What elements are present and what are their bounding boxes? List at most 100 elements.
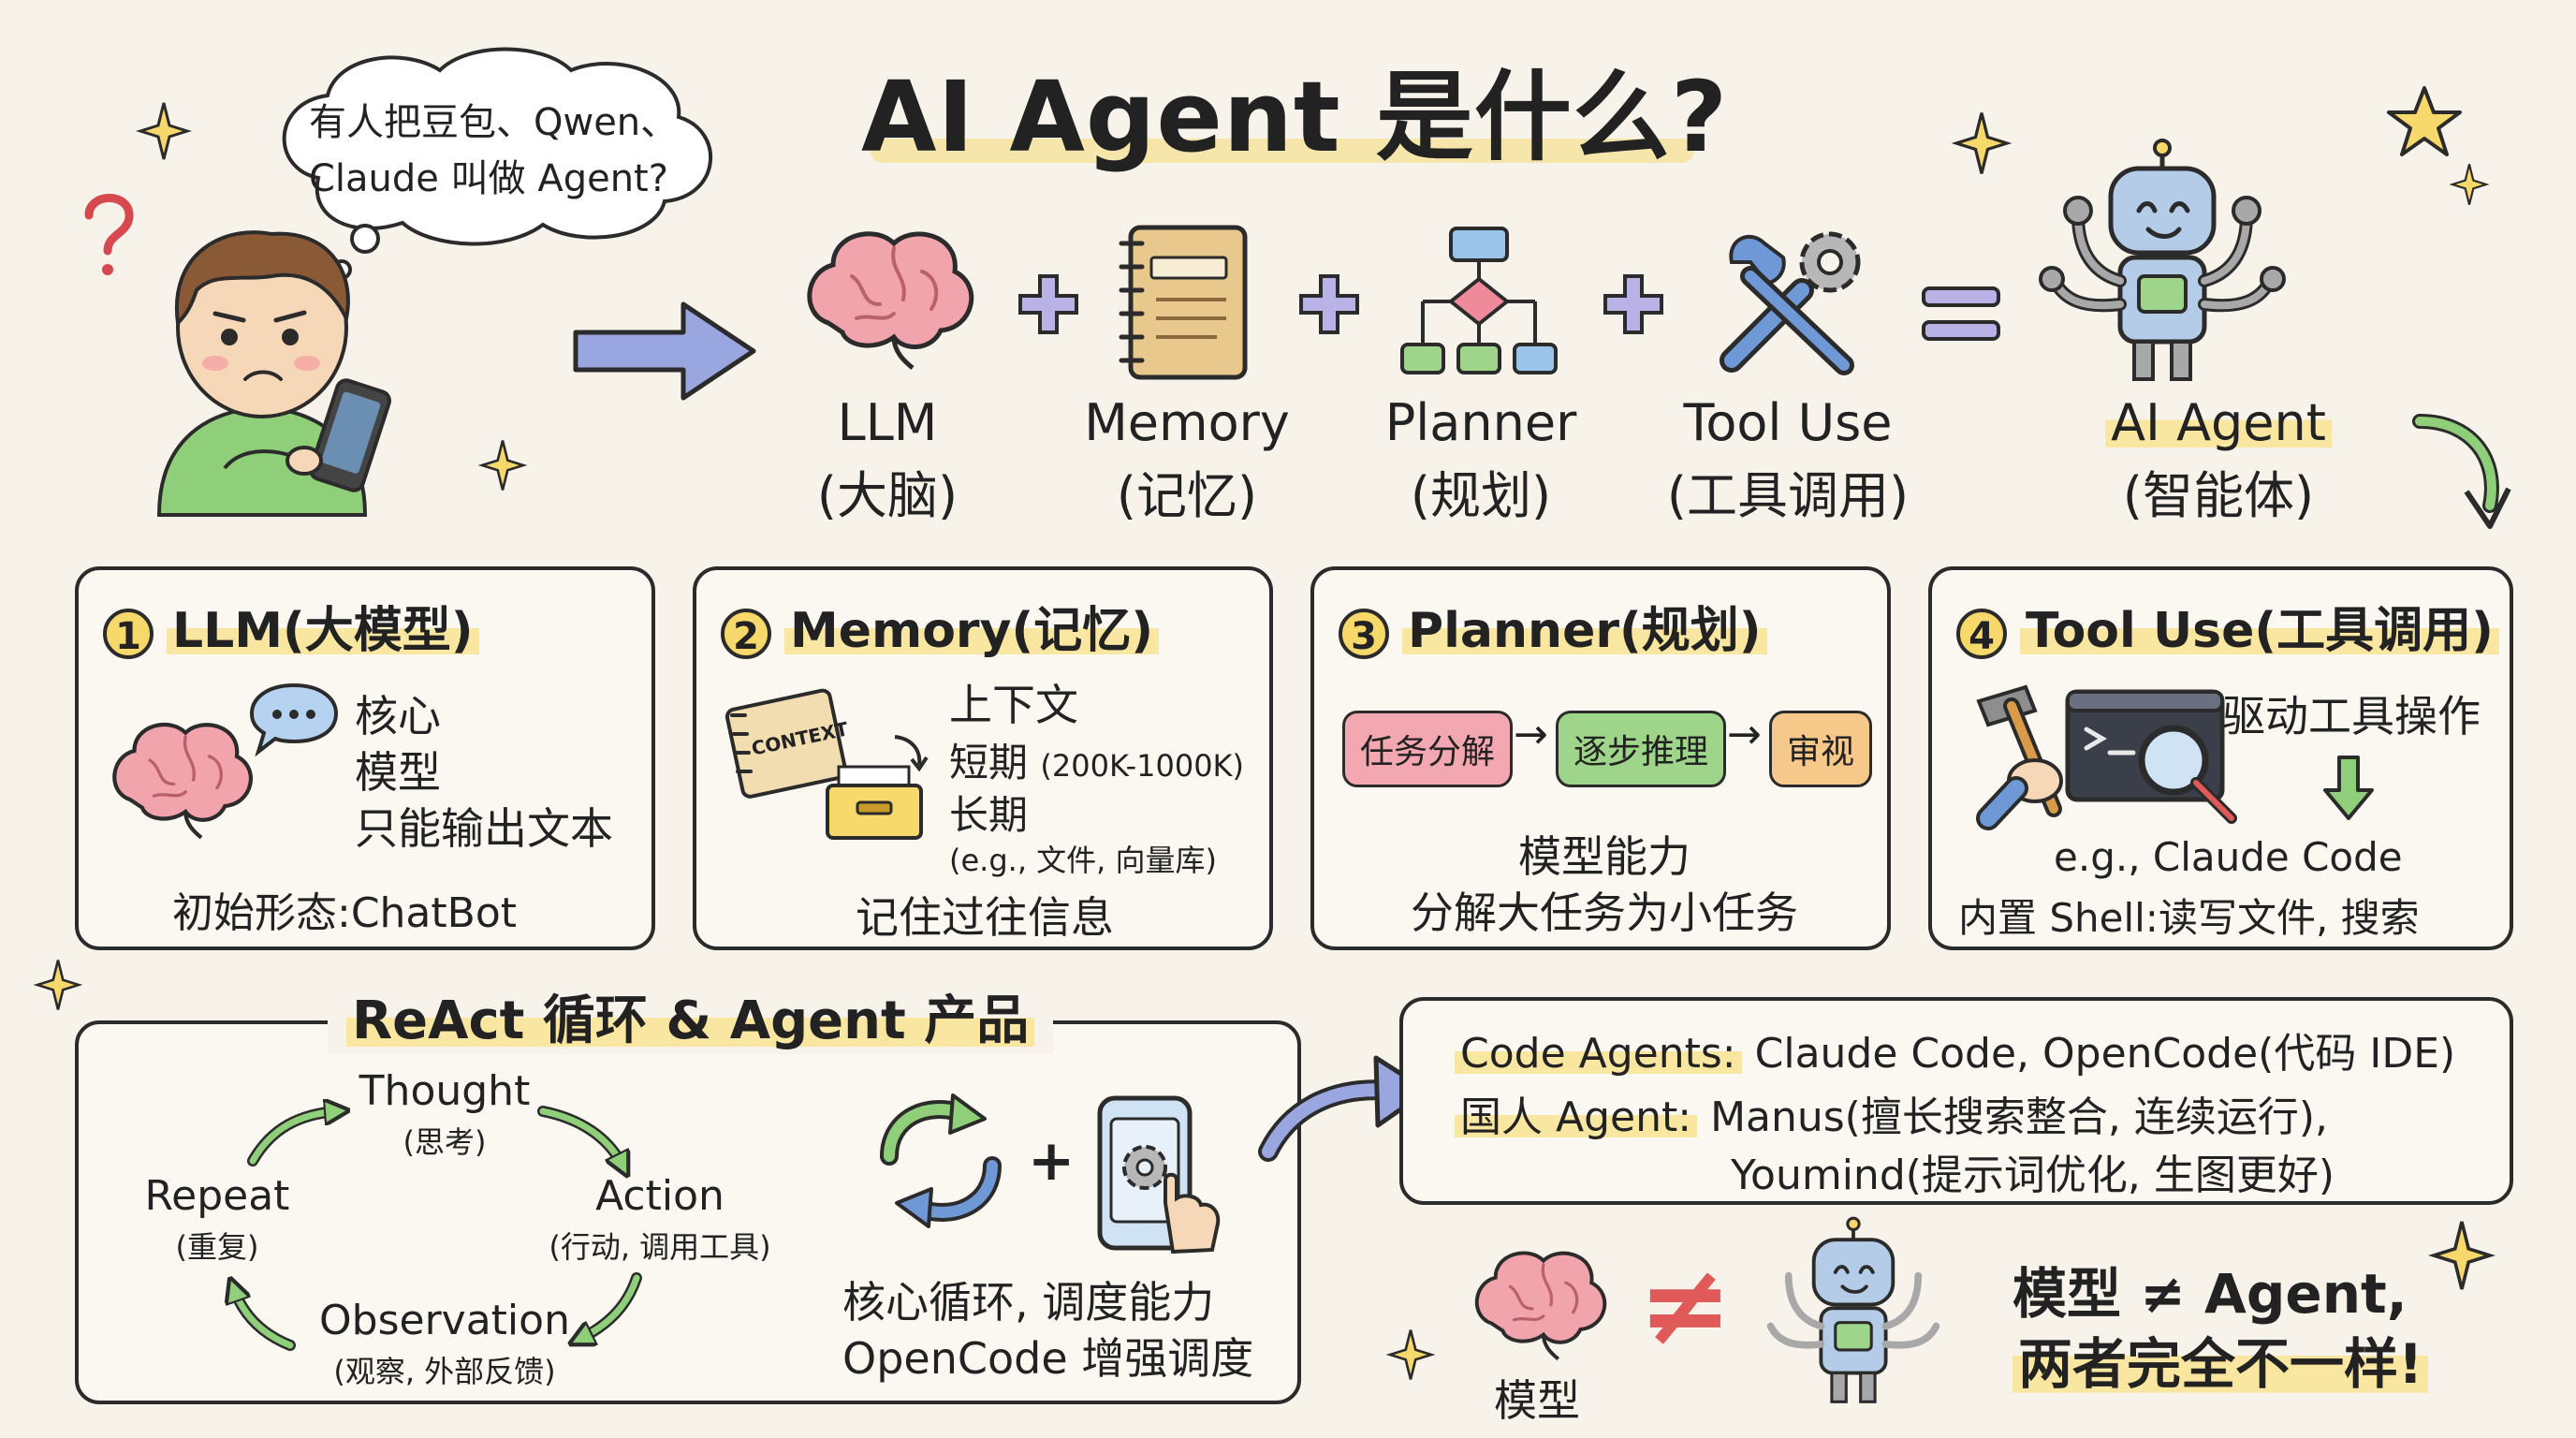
plus-icon <box>1603 274 1663 334</box>
planner-step-review: 审视 <box>1769 711 1873 787</box>
memory-long-term: 长期 <box>949 792 1029 838</box>
arrow-right-icon: → <box>1514 711 1548 758</box>
react-action-sub: (行动, 调用工具) <box>549 1229 771 1265</box>
question-mark-icon <box>84 194 134 275</box>
memory-short-term-label: 短期 <box>949 740 1029 785</box>
llm-line-text-only: 只能输出文本 <box>355 803 613 854</box>
react-title-text: ReAct 循环 & Agent 产品 <box>346 990 1035 1051</box>
formula-sub-tool-use: (工具调用) <box>1666 466 1910 525</box>
brain-icon <box>112 723 253 840</box>
tool-line-shell: 内置 Shell:读写文件, 搜索 <box>1958 895 2420 941</box>
chat-bubble-icon <box>249 682 339 757</box>
formula-sub-agent: (智能体) <box>2122 466 2315 525</box>
card-planner-number: 3 <box>1339 609 1389 659</box>
react-thought-sub: (思考) <box>402 1124 487 1160</box>
formula-sub-planner: (规划) <box>1410 466 1552 525</box>
formula-label-llm: LLM <box>837 393 938 452</box>
big-arrow-icon <box>573 301 756 401</box>
robot-icon <box>1766 1216 1940 1403</box>
tool-line-drive: 驱动工具操作 <box>2222 691 2481 741</box>
products-panel: Code Agents: Claude Code, OpenCode(代码 ID… <box>1399 997 2513 1205</box>
react-opencode: OpenCode 增强调度 <box>842 1333 1254 1384</box>
product-cn-value-2: Youmind(提示词优化, 生图更好) <box>1731 1152 2335 1199</box>
tools-icon <box>1720 231 1861 375</box>
formula-label-memory: Memory <box>1084 393 1290 452</box>
card-memory-title: 2 Memory(记忆) <box>721 591 1159 661</box>
title-underline <box>871 139 1694 163</box>
llm-line-core: 核心 <box>355 691 441 741</box>
planner-step-decompose: 任务分解 <box>1342 711 1514 787</box>
folder-box-icon <box>826 735 929 840</box>
planner-line-capability: 模型能力 <box>1518 831 1690 882</box>
star-icon <box>2387 86 2462 156</box>
react-observation-sub: (观察, 外部反馈) <box>333 1354 556 1389</box>
brain-icon <box>807 231 974 370</box>
page-title: AI Agent 是什么? <box>861 60 1729 174</box>
card-memory-title-text: Memory(记忆) <box>784 603 1159 659</box>
bubble-line-2: Claude 叫做 Agent? <box>309 157 668 200</box>
sparkle-icon <box>1951 112 2012 174</box>
plus-icon <box>1018 274 1078 334</box>
card-tool-number: 4 <box>1956 609 2007 659</box>
product-cn-agents: 国人 Agent: Manus(擅长搜索整合, 连续运行), <box>1455 1083 2328 1143</box>
bottom-line-1: 模型 ≠ Agent, <box>2012 1262 2408 1326</box>
phone-gear-icon <box>1097 1095 1221 1255</box>
curved-arrow-icon <box>2412 414 2511 529</box>
react-action: Action <box>595 1172 724 1220</box>
notebook-icon <box>1119 225 1248 380</box>
card-llm-title: 1 LLM(大模型) <box>103 591 479 661</box>
confused-person-icon <box>156 230 391 517</box>
context-notebook-icon <box>724 688 848 799</box>
memory-footer: 记住过往信息 <box>856 892 1114 943</box>
react-thought: Thought <box>359 1067 531 1115</box>
sparkle-icon <box>2428 1221 2496 1290</box>
sparkle-icon <box>2449 164 2490 205</box>
sparkle-icon <box>1385 1329 1436 1380</box>
flowchart-icon <box>1400 227 1558 374</box>
equals-icon <box>1922 286 2000 341</box>
card-planner-title-text: Planner(规划) <box>1402 603 1767 659</box>
react-observation: Observation <box>319 1297 570 1344</box>
formula-sub-llm: (大脑) <box>816 466 959 525</box>
terminal-magnifier-icon <box>2065 689 2237 824</box>
memory-long-term-note: (e.g., 文件, 向量库) <box>949 843 1218 878</box>
card-llm: 1 LLM(大模型) 核心 模型 只能输出文本 初始形态:ChatBot <box>75 566 655 950</box>
bottom-model-label: 模型 <box>1494 1375 1580 1426</box>
sparkle-icon <box>33 960 83 1010</box>
plus-icon: + <box>1028 1128 1076 1194</box>
formula-label-planner: Planner <box>1384 393 1577 452</box>
card-tool-title-text: Tool Use(工具调用) <box>2020 603 2499 659</box>
card-memory-number: 2 <box>721 609 771 659</box>
react-repeat-sub: (重复) <box>175 1229 259 1265</box>
sync-cycle-icon <box>880 1093 1002 1228</box>
sparkle-icon <box>136 102 192 160</box>
plus-icon <box>1299 274 1359 334</box>
card-tool-title: 4 Tool Use(工具调用) <box>1956 591 2499 661</box>
llm-footer: 初始形态:ChatBot <box>172 889 518 937</box>
react-core-loop: 核心循环, 调度能力 <box>842 1277 1215 1328</box>
arrow-right-icon: → <box>1727 711 1762 758</box>
thought-bubble <box>282 47 712 280</box>
react-cycle-arrows <box>187 1081 642 1351</box>
robot-icon <box>2039 139 2286 381</box>
product-cn-label: 国人 Agent: <box>1455 1093 1698 1141</box>
card-llm-title-text: LLM(大模型) <box>167 603 479 659</box>
llm-line-model: 模型 <box>355 747 441 798</box>
planner-step-reason: 逐步推理 <box>1556 711 1727 787</box>
formula-label-agent: AI Agent <box>2105 393 2332 452</box>
card-planner-title: 3 Planner(规划) <box>1339 591 1767 661</box>
react-title: ReAct 循环 & Agent 产品 <box>328 978 1054 1054</box>
brain-icon <box>1474 1251 1607 1361</box>
memory-short-term: 短期 (200K-1000K) <box>949 731 1244 788</box>
formula-sub-memory: (记忆) <box>1116 466 1258 525</box>
bubble-line-1: 有人把豆包、Qwen、 <box>309 101 679 144</box>
hammer-hand-icon <box>1976 684 2063 830</box>
card-llm-number: 1 <box>103 609 154 659</box>
product-cn-value-1: Manus(擅长搜索整合, 连续运行), <box>1710 1093 2328 1141</box>
sparkle-icon <box>477 440 528 491</box>
formula-label-tool-use: Tool Use <box>1683 393 1893 452</box>
memory-context: 上下文 <box>949 680 1078 730</box>
memory-short-term-note: (200K-1000K) <box>1040 748 1245 784</box>
